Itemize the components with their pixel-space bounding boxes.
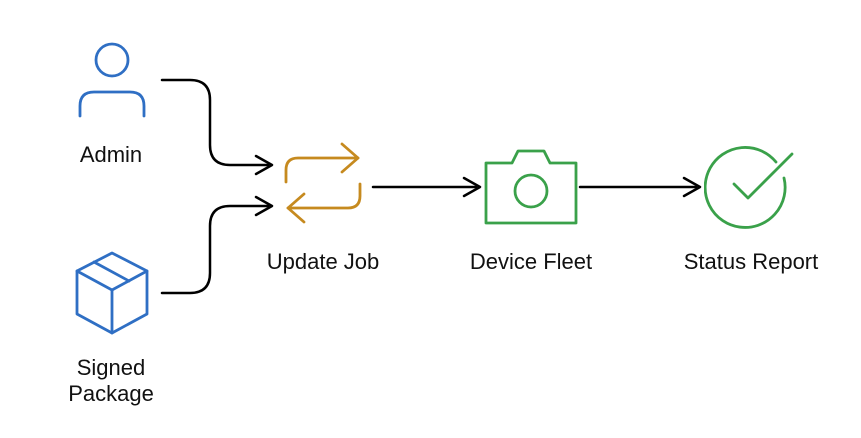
status-report-label: Status Report <box>683 249 819 274</box>
admin-label: Admin <box>79 142 143 167</box>
arrowhead-status-report <box>682 176 702 198</box>
device-fleet-label: Device Fleet <box>469 249 593 274</box>
signed-package-label: Signed Package <box>51 355 171 407</box>
user-icon <box>78 42 146 118</box>
arrowhead-admin <box>254 154 274 176</box>
check-circle-icon <box>704 146 794 229</box>
signed-package-label-line2: Package <box>68 381 154 406</box>
update-job-label: Update Job <box>266 249 380 274</box>
arrowhead-device-fleet <box>462 176 482 198</box>
package-box-icon <box>75 251 149 335</box>
camera-icon <box>484 149 578 225</box>
connector-admin-to-update-job <box>160 78 270 167</box>
arrowhead-package <box>254 195 274 217</box>
signed-package-label-line1: Signed <box>76 355 146 380</box>
sync-arrows-icon <box>284 142 362 224</box>
connector-package-to-update-job <box>160 204 270 295</box>
